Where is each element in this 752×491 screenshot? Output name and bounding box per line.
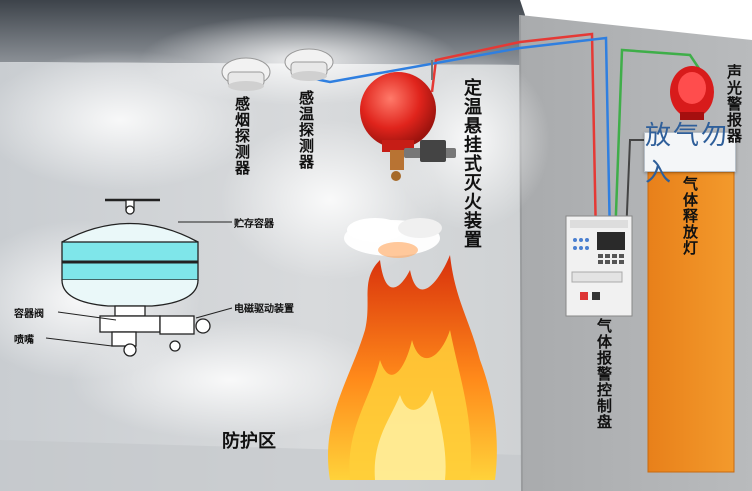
heat-detector-device <box>284 48 334 81</box>
container-valve-label: 容器阀 <box>14 309 44 320</box>
audible-visual-alarm-label: 声光警报器 <box>725 64 743 144</box>
door-sign: 放气勿入 <box>644 121 736 188</box>
alarm-panel-device <box>565 215 633 317</box>
solenoid-driver-label: 电磁驱动装置 <box>234 304 294 315</box>
fire <box>328 255 497 480</box>
audible-visual-alarm-device <box>670 66 714 120</box>
storage-container-diagram <box>45 198 233 357</box>
extinguisher-label: 定温悬挂式灭火装置 <box>461 78 482 249</box>
protected-zone-label: 防护区 <box>222 431 276 452</box>
agent-spray <box>344 218 442 258</box>
storage-container-label: 贮存容器 <box>234 219 274 230</box>
door <box>647 171 735 473</box>
heat-detector-label: 感温探测器 <box>297 90 315 170</box>
smoke-detector-label: 感烟探测器 <box>233 96 251 176</box>
nozzle-label: 喷嘴 <box>14 335 34 346</box>
smoke-detector-device <box>221 57 271 91</box>
alarm-panel-label: 气体报警控制盘 <box>595 318 613 430</box>
wire-green <box>613 48 702 241</box>
suspended-extinguisher-device <box>360 60 456 181</box>
release-lamp-label: 气体释放灯 <box>681 176 699 256</box>
